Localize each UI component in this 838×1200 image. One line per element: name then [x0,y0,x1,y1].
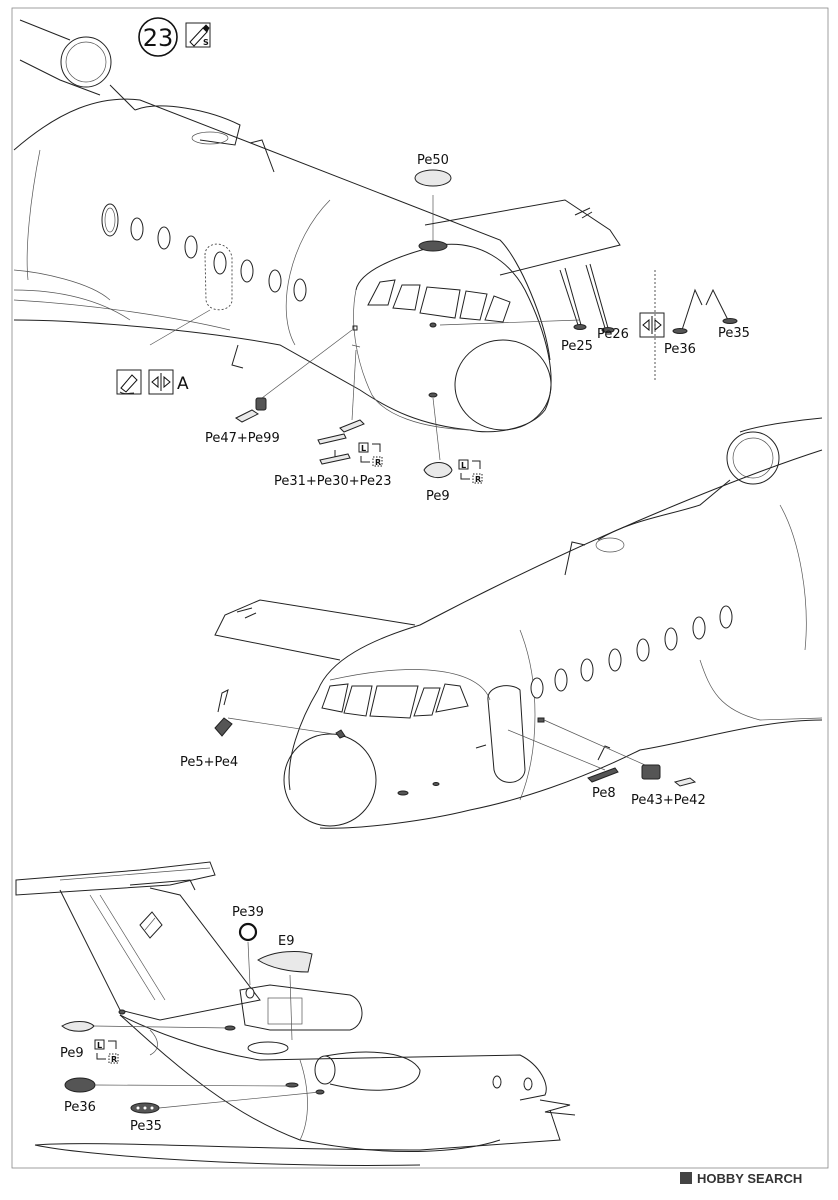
pe4-part [214,717,233,737]
symmetry-icon [148,369,174,395]
pe42-part [673,777,697,787]
pe99-part [255,397,267,411]
reference-a: A [177,374,189,394]
right-tag: R [475,475,481,484]
label-pe31-pe30-pe23: Pe31+Pe30+Pe23 [274,474,392,489]
pe39-part [238,922,258,942]
label-pe25: Pe25 [561,339,593,354]
label-pe35-tail: Pe35 [130,1119,162,1134]
pe8-part [587,767,619,783]
brush-paint-icon [116,369,142,395]
pe36-tail-part [64,1077,96,1093]
engine-intake-1 [60,36,112,88]
symmetry-icon [639,312,665,338]
label-pe9: Pe9 [426,489,450,504]
e9-part [257,951,313,973]
page-frame [11,7,829,1169]
engine-intake-2 [726,431,780,485]
watermark-logo-icon [680,1172,692,1184]
label-pe43-pe42: Pe43+Pe42 [631,793,706,808]
label-e9: E9 [278,934,295,949]
label-pe35: Pe35 [718,326,750,341]
watermark: HOBBY SEARCH [680,1171,802,1186]
right-tag: R [111,1055,117,1064]
view2-fuselage: Pe5+Pe4 Pe8 Pe43+Pe42 [180,417,823,829]
forward-door [487,685,526,783]
left-tag: L [461,461,466,470]
pe47-part [235,409,259,423]
glue-tube-icon: S [185,22,211,48]
right-tag: R [375,458,381,467]
left-right-flip-icon: L R [358,442,383,467]
label-pe39: Pe39 [232,905,264,920]
pe43-part [641,764,661,780]
pe50-part [414,169,452,187]
glue-s-mark: S [203,38,209,47]
label-pe8: Pe8 [592,786,616,801]
view1-fuselage: Pe50 Pe25 Pe26 Pe36 Pe35 [13,19,750,504]
label-pe36-tail: Pe36 [64,1100,96,1115]
tail-emblem [139,911,163,939]
left-tag: L [361,444,366,453]
left-right-flip-icon: L R [458,459,483,484]
left-tag: L [97,1041,102,1050]
pe9-tail-part [61,1021,95,1032]
label-pe5-pe4: Pe5+Pe4 [180,755,238,770]
label-pe9-tail: Pe9 [60,1046,84,1061]
left-right-flip-icon: L R [94,1039,119,1064]
pe9-part [423,462,453,478]
label-pe36: Pe36 [664,342,696,357]
label-pe47-pe99: Pe47+Pe99 [205,431,280,446]
label-pe26: Pe26 [597,327,629,342]
pe50-location [418,240,448,252]
label-pe50: Pe50 [417,153,449,168]
step-number: 23 [143,24,174,52]
watermark-text: HOBBY SEARCH [697,1171,802,1186]
passenger-door-window [101,203,119,237]
view3-tail: Pe39 E9 L R Pe9 Pe36 Pe35 [15,861,576,1166]
step-header: 23 S [138,17,211,57]
step-number-circle [138,17,178,57]
